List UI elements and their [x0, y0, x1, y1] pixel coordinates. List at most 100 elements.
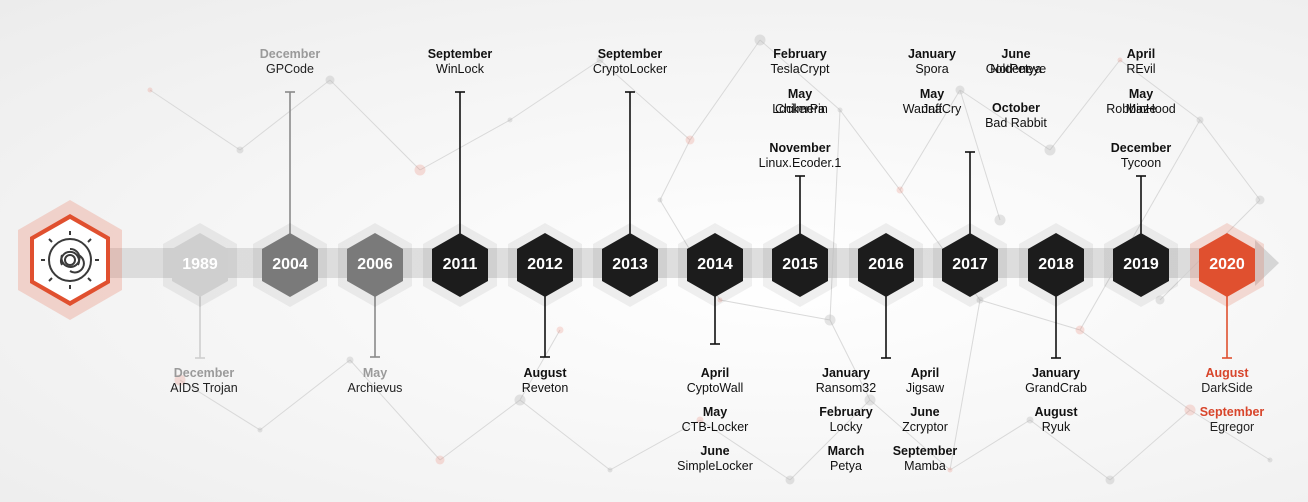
timeline-event: RobbinHood — [1066, 102, 1216, 117]
network-link — [869, 399, 951, 471]
event-month: December — [1110, 141, 1172, 155]
event-name: CTB-Locker — [681, 420, 749, 434]
event-month: February — [819, 405, 873, 419]
network-link — [1119, 59, 1201, 121]
event-name: Jaff — [922, 102, 942, 116]
network-link — [599, 59, 691, 141]
network-link — [519, 329, 561, 401]
timeline-event: WannaCry — [857, 102, 1007, 117]
event-name: LockerPin — [772, 102, 828, 116]
network-node — [896, 186, 904, 194]
event-name: Locky — [829, 420, 863, 434]
event-month: September — [597, 47, 663, 61]
network-link — [1079, 119, 1201, 331]
event-month: January — [908, 47, 956, 61]
event-name: Bad Rabbit — [985, 116, 1047, 130]
year-label: 2012 — [527, 256, 563, 273]
timeline-event: NotPetya — [941, 62, 1091, 77]
event-name: CryptoLocker — [592, 62, 668, 76]
event-name: Reveton — [521, 381, 569, 395]
network-link — [949, 419, 1031, 471]
network-link — [149, 89, 241, 151]
event-name: Zcryptor — [902, 420, 948, 434]
network-node — [1117, 57, 1123, 63]
event-month: March — [827, 444, 865, 458]
network-node — [1184, 404, 1196, 416]
year-label: 2004 — [272, 256, 308, 273]
event-name: RobbinHood — [1106, 102, 1176, 116]
network-link — [899, 89, 961, 191]
network-link — [1109, 409, 1191, 481]
year-hex-2018 — [1028, 233, 1084, 297]
network-link — [239, 79, 331, 151]
network-node — [147, 87, 153, 93]
network-link — [179, 379, 261, 431]
event-name: AIDS Trojan — [170, 381, 238, 395]
network-node — [824, 314, 836, 326]
network-node — [514, 394, 526, 406]
network-link — [699, 419, 791, 481]
network-link — [659, 139, 691, 201]
event-name: GPCode — [266, 62, 314, 76]
event-month: January — [1032, 366, 1080, 380]
network-link — [1189, 409, 1271, 461]
network-link — [1079, 329, 1191, 411]
event-name: Chilmera — [774, 102, 825, 116]
event-name: Ransom32 — [815, 381, 877, 395]
network-node — [785, 475, 795, 485]
network-link — [519, 399, 611, 471]
network-link — [1029, 419, 1111, 481]
year-label: 2016 — [868, 256, 904, 273]
event-name: Spora — [915, 62, 949, 76]
event-name: WinLock — [436, 62, 484, 76]
network-node — [174, 374, 186, 386]
network-link — [259, 359, 351, 431]
network-link — [1049, 59, 1121, 151]
year-hex-2020 — [1199, 233, 1255, 297]
year-label: 2018 — [1038, 256, 1074, 273]
event-name: Egregor — [1209, 420, 1255, 434]
network-link — [349, 359, 441, 461]
network-node — [717, 297, 723, 303]
network-node — [976, 296, 984, 304]
network-link — [959, 89, 1051, 151]
network-node — [947, 467, 953, 473]
event-month: August — [1034, 405, 1078, 419]
biohazard-gear-icon — [41, 231, 99, 289]
year-hex-2019 — [1113, 233, 1169, 297]
network-node — [1044, 144, 1056, 156]
network-node — [837, 107, 843, 113]
event-name: WannaCry — [902, 102, 962, 116]
network-node — [607, 467, 613, 473]
network-node — [596, 56, 604, 64]
event-month: February — [773, 47, 827, 61]
network-link — [839, 109, 901, 191]
network-node — [556, 326, 564, 334]
network-link — [949, 299, 981, 471]
network-node — [325, 75, 335, 85]
event-name: Mamba — [904, 459, 946, 473]
network-node — [435, 455, 445, 465]
event-month: November — [769, 141, 831, 155]
event-name: Maze — [1125, 102, 1157, 116]
year-label: 2011 — [442, 256, 478, 273]
network-node — [657, 197, 663, 203]
